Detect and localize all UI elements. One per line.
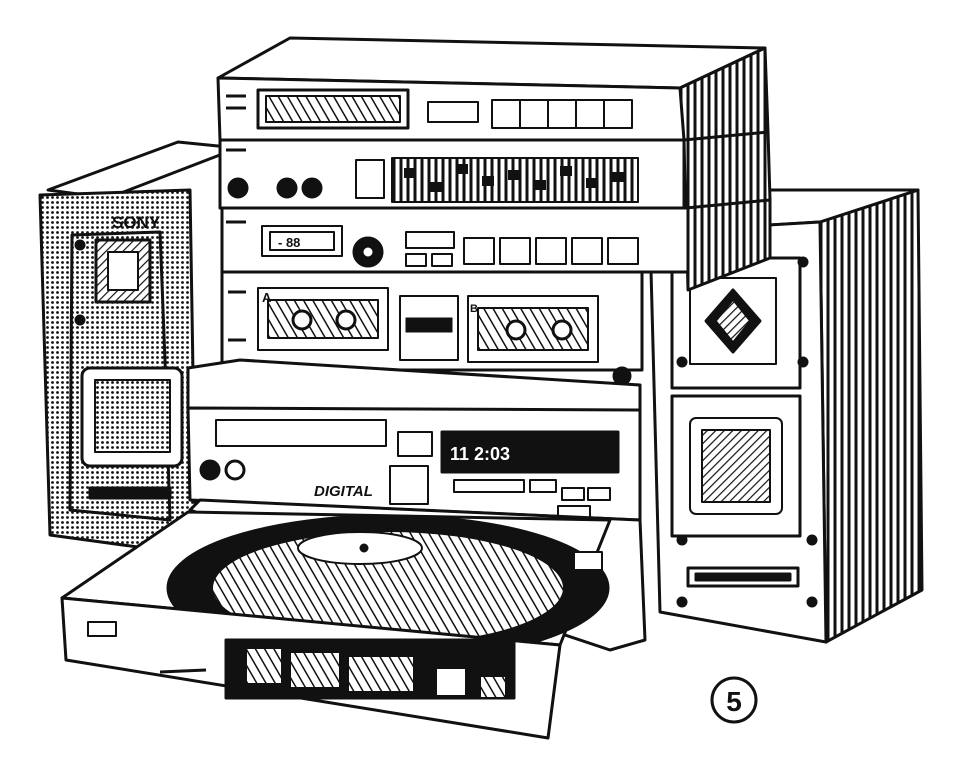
- turntable-unit: [60, 498, 647, 740]
- cd-player-unit: [186, 358, 642, 522]
- cassette-deck-unit: [220, 270, 644, 386]
- cd-readout: 11 2:03: [450, 444, 510, 464]
- tuner-unit: [220, 198, 772, 292]
- figure-number-badge: 5: [710, 676, 758, 724]
- right-speaker: [648, 188, 924, 644]
- figure-number: 5: [726, 686, 742, 717]
- brand-logo: SONY: [112, 213, 161, 232]
- left-speaker: [38, 140, 240, 557]
- deck-a-label: A: [262, 290, 272, 305]
- deck-b-label: B: [470, 303, 478, 315]
- cd-digital-label: DIGITAL: [314, 483, 373, 500]
- tuner-readout: - 88: [278, 235, 300, 250]
